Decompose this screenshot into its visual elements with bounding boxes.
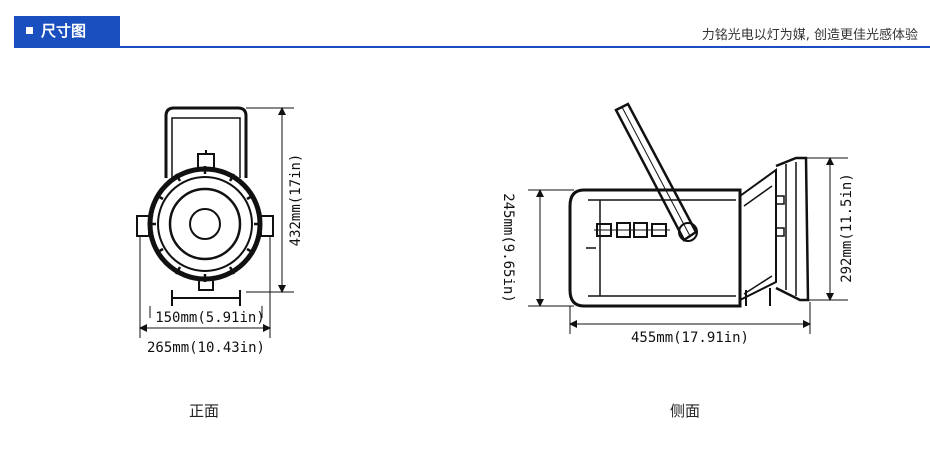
front-inner-width-dimension (139, 236, 271, 338)
brand-tagline: 力铭光电以灯为媒, 创造更佳光感体验 (701, 28, 918, 43)
side-front-height-dimension (800, 157, 848, 301)
header-divider (14, 46, 930, 48)
side-front-height-label: 292mm(11.5in) (839, 173, 855, 283)
front-view-caption: 正面 (189, 402, 220, 420)
side-body-height-dimension (528, 189, 574, 307)
front-view-drawing (136, 106, 274, 306)
square-bullet-icon (26, 27, 33, 34)
front-inner-width-label: 150mm(5.91in) (155, 310, 265, 326)
section-header: 尺寸图 力铭光电以灯为媒, 创造更佳光感体验 (0, 0, 930, 50)
side-length-label: 455mm(17.91in) (631, 330, 749, 346)
side-length-dimension (569, 302, 811, 334)
front-height-label: 432mm(17in) (288, 154, 304, 247)
section-tab-label: 尺寸图 (41, 22, 87, 40)
side-body-height-label: 245mm(9.65in) (500, 193, 516, 303)
side-view-caption: 侧面 (670, 402, 701, 420)
side-view-drawing (568, 102, 810, 308)
front-outer-width-label: 265mm(10.43in) (147, 340, 265, 356)
section-tab: 尺寸图 (14, 16, 120, 46)
front-outer-width-dimension (149, 306, 263, 318)
